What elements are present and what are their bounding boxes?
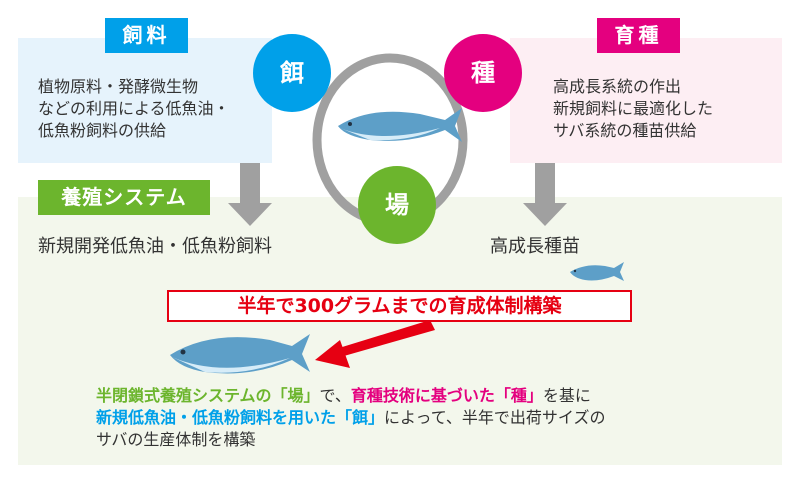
down-arrow-breeding [523, 163, 567, 226]
summary-text-part: によって、半年で出荷サイズの [384, 408, 606, 427]
summary-seed: 育種技術に基づいた「種」 [350, 386, 543, 405]
summary-text-part: で、 [319, 386, 351, 405]
summary-text-part: を基に [542, 386, 591, 405]
down-arrow-feed [228, 163, 272, 226]
feed-panel [18, 38, 272, 163]
breeding-panel [510, 38, 782, 163]
fish-small-icon [570, 262, 624, 281]
breeding-tag: 育種 [597, 18, 680, 53]
headline-banner: 半年で300グラムまでの育成体制構築 [167, 290, 632, 322]
aquaculture-tag: 養殖システム [38, 180, 210, 215]
fish-center-icon [338, 108, 462, 142]
red-arrow [315, 320, 435, 368]
fish-large-icon [170, 334, 310, 374]
feed-result: 新規開発低魚油・低魚粉飼料 [38, 236, 272, 257]
summary-text-part: サバの生産体制を構築 [96, 430, 256, 449]
summary-place: 半閉鎖式養殖システムの「場」 [96, 386, 320, 405]
summary-text: 半閉鎖式養殖システムの「場」で、育種技術に基づいた「種」を基に 新規低魚油・低魚… [96, 385, 605, 451]
place-circle: 場 [358, 166, 436, 244]
seed-circle: 種 [444, 34, 522, 112]
feed-description: 植物原料・発酵微生物 などの利用による低魚油・ 低魚粉飼料の供給 [38, 77, 230, 140]
breeding-result: 高成長種苗 [490, 236, 580, 257]
feed-tag: 飼料 [105, 18, 188, 53]
breeding-description: 高成長系統の作出 新規飼料に最適化した サバ系統の種苗供給 [553, 77, 714, 140]
feed-circle: 餌 [253, 34, 331, 112]
summary-feed: 新規低魚油・低魚粉飼料を用いた「餌」 [96, 408, 385, 427]
